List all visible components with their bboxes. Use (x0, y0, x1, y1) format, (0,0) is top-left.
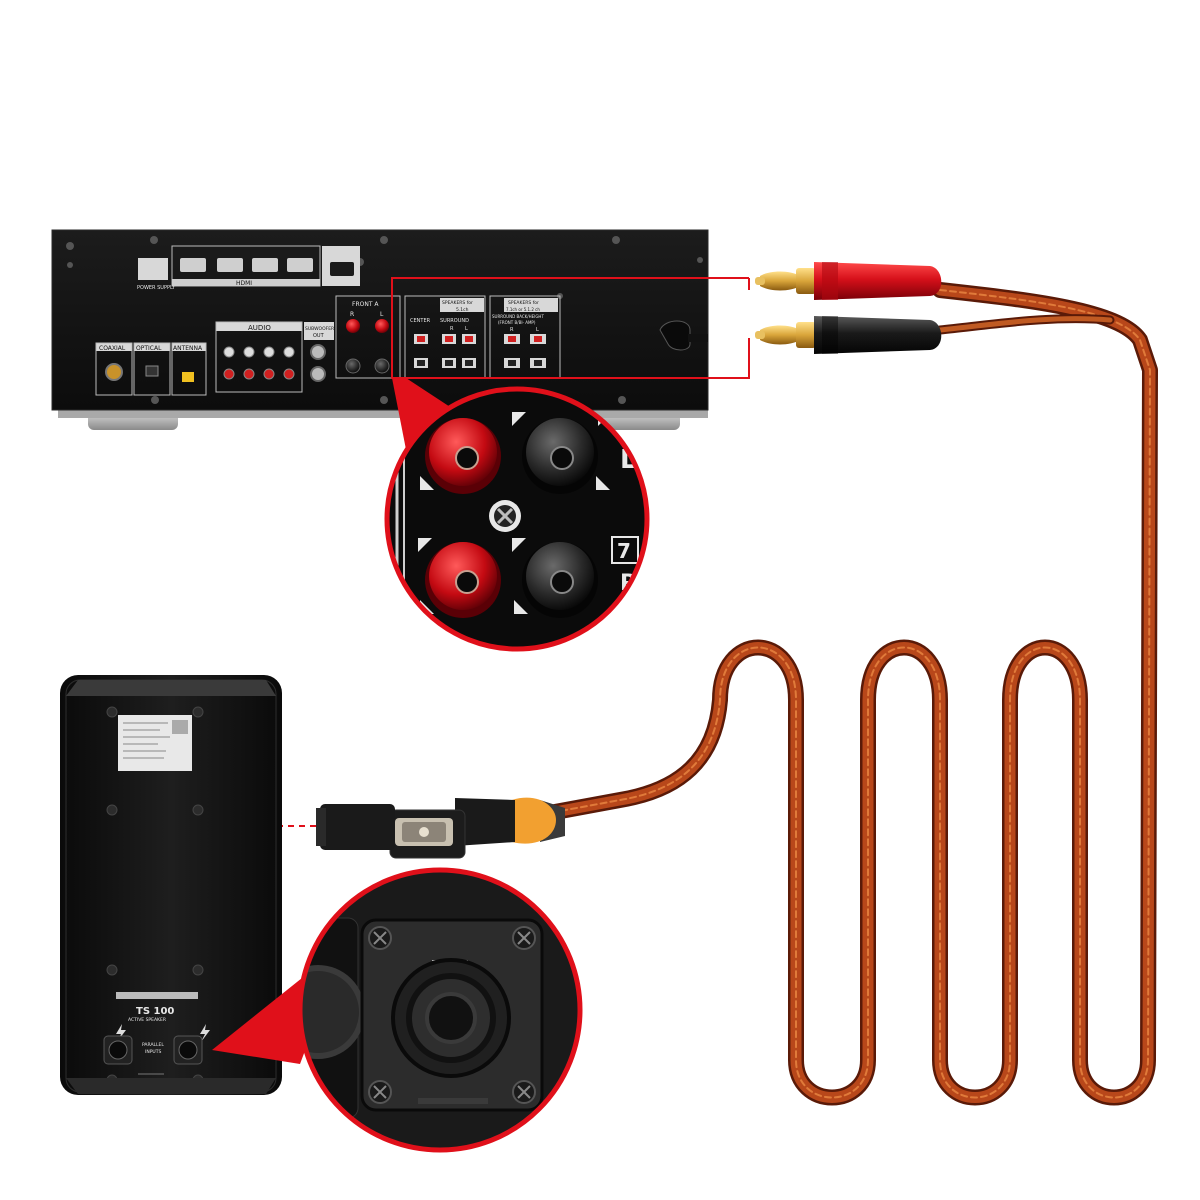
analog-audio-inputs: AUDIO SUBWOOFER OUT (215, 321, 334, 393)
speakon-socket-zoom (297, 867, 583, 1153)
speakon-connector (316, 797, 565, 859)
subwoofer-out-label: OUT (313, 333, 325, 339)
zoom-black-terminal-top (522, 418, 598, 494)
speaker-input-label: PARALLEL (142, 1042, 164, 1048)
speakers-51-label: SPEAKERS for (442, 300, 473, 306)
center-label: CENTER (410, 318, 431, 324)
surround-label: SURROUND (440, 318, 469, 324)
antenna-label: ANTENNA (173, 345, 203, 352)
coaxial-label: COAXIAL (99, 345, 126, 352)
zoom-black-terminal-bottom (522, 542, 598, 618)
speaker-input-label-2: INPUTS (145, 1049, 161, 1055)
receiver-screws (66, 236, 703, 404)
surround-l-label: L (465, 326, 468, 332)
subwoofer-jack-2 (310, 366, 326, 382)
front-r-label: R (350, 311, 354, 318)
speaker-model-sub: ACTIVE SPEAKER (128, 1017, 166, 1023)
subwoofer-jack-1 (310, 344, 326, 360)
lightning-icon (116, 1024, 126, 1042)
front-a-r-plus-terminal (346, 319, 360, 333)
speakers-51-sub-label: 5.1ch (456, 307, 469, 313)
speaker-terminals: FRONT A R L SPEAKERS for 5.1ch CENTER SU… (335, 295, 561, 379)
hdmi-ports (180, 258, 313, 272)
red-banana-plug (755, 262, 942, 300)
coaxial-jack (105, 363, 123, 381)
speaker-cable (547, 282, 1158, 1106)
surround-r-label: R (450, 326, 454, 332)
black-banana-plug (755, 316, 942, 354)
speakers-71-label: SPEAKERS for (508, 300, 539, 306)
speakers-71-sub-label: 7.1ch or 5.1.2 ch (506, 307, 540, 312)
active-speaker: TS 100 ACTIVE SPEAKER PARALLEL INPUTS (60, 675, 282, 1095)
front-l-label: L (380, 311, 384, 318)
zoom-number-badge (611, 536, 639, 564)
antenna-jack (182, 372, 194, 382)
receiver-power-cord (659, 320, 691, 351)
subwoofer-label: SUBWOOFER (305, 326, 334, 332)
surround-back-label: SURROUND BACK/HEIGHT (492, 314, 544, 319)
power-supply-port (138, 258, 168, 280)
hdmi-label: HDMI (236, 280, 252, 287)
front-a-label: FRONT A (352, 301, 379, 308)
digital-inputs: COAXIAL OPTICAL ANTENNA (95, 342, 207, 396)
speaker-model: TS 100 (136, 1006, 174, 1017)
av-receiver: POWER SUPPLY HDMI COAXIAL OPTICAL ANTENN… (51, 229, 709, 430)
zoom-center-screw (489, 500, 521, 532)
zoom-red-terminal-top (425, 418, 501, 494)
zoom-red-terminal-bottom (425, 542, 501, 618)
lightning-icon (200, 1024, 210, 1042)
optical-label: OPTICAL (136, 345, 162, 352)
optical-jack (145, 365, 159, 377)
front-a-l-plus-terminal (375, 319, 389, 333)
hdmi-out-port (330, 262, 354, 276)
front-a-r-minus-terminal (345, 358, 361, 374)
receiver-terminal-zoom: L 7 R (384, 386, 650, 652)
audio-label: AUDIO (248, 324, 271, 332)
zoom-number-badge-text: 7 (617, 539, 631, 563)
power-supply-label: POWER SUPPLY (137, 285, 176, 291)
surround-back-sub-label: (FRONT B/BI- AMP) (498, 320, 536, 325)
front-a-l-minus-terminal (374, 358, 390, 374)
surround-back-l-label: L (536, 327, 539, 333)
hdmi-label-bar (172, 279, 320, 286)
speaker-zoom-pointer (212, 978, 306, 1064)
surround-back-r-label: R (510, 327, 514, 333)
